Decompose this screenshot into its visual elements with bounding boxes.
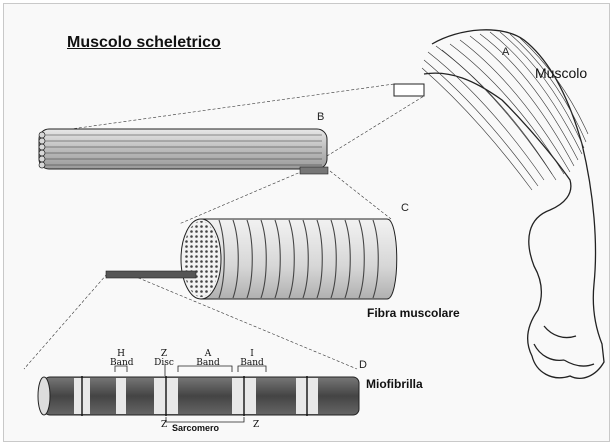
a-band-label: A Band [195,350,221,368]
figure-frame: Muscolo scheletrico A B C D Muscolo Fibr… [3,3,610,442]
myofibril-label: Miofibrilla [366,378,423,390]
z-disc-word: Disc [152,359,176,368]
figure-title: Muscolo scheletrico [67,35,221,51]
muscle-label: Muscolo [535,66,587,80]
h-band-word: Band [110,359,132,368]
myofibril [38,364,359,422]
arm-outline [424,30,604,379]
muscle-fiber [106,219,397,299]
i-band-word: Band [239,359,265,368]
sarcomere-label: Sarcomero [172,424,219,433]
tissue-sample-box [394,84,424,96]
z-disc-label: Z Disc [152,350,176,368]
z-line-right-label: Z [253,421,259,430]
label-d: D [359,360,367,371]
muscle-bundle [39,129,328,174]
label-a: A [502,47,509,58]
z-line-left-label: Z [161,421,167,430]
h-band-label: H Band [110,350,132,368]
label-c: C [401,203,409,214]
skeletal-muscle-illustration [4,4,609,441]
a-band-word: Band [195,359,221,368]
i-band-label: I Band [239,350,265,368]
label-b: B [317,112,324,123]
muscle-fiber-label: Fibra muscolare [367,307,460,319]
hand-fingers [534,326,594,366]
arm-drawing [424,30,604,379]
